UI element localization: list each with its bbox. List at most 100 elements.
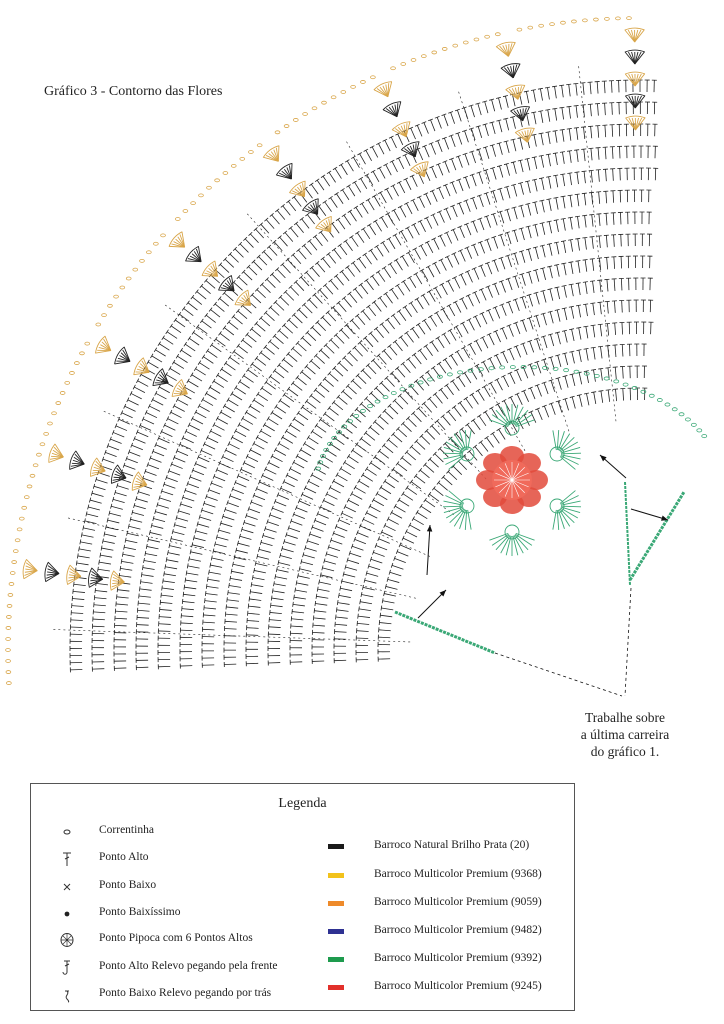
dc-top xyxy=(589,258,595,260)
dc-top xyxy=(171,359,176,365)
dc-top xyxy=(520,342,526,345)
dc-stitch xyxy=(117,589,130,592)
dc-top xyxy=(470,220,476,223)
dc-stitch xyxy=(488,334,495,346)
dc-top xyxy=(355,313,360,318)
dc-stitch xyxy=(180,629,193,632)
dc-stitch xyxy=(451,182,457,194)
dc-stitch xyxy=(149,532,162,536)
dc-stitch xyxy=(364,579,377,584)
dc-stitch xyxy=(191,374,203,382)
dc-stitch xyxy=(155,511,168,516)
dc-top xyxy=(365,570,368,576)
dc-top xyxy=(463,222,469,226)
dc-stitch xyxy=(309,240,318,251)
dc-top xyxy=(581,192,587,195)
dc-stitch xyxy=(343,297,352,308)
dc-stitch xyxy=(347,559,360,564)
dc-stitch xyxy=(181,349,192,358)
dc-stitch xyxy=(264,424,275,432)
dc-stitch xyxy=(429,398,438,409)
dc-top xyxy=(387,472,391,478)
dc-top xyxy=(411,411,416,416)
dc-stitch xyxy=(343,357,353,367)
dc-top xyxy=(151,448,155,454)
dc-top xyxy=(484,215,490,218)
dc-stitch xyxy=(499,188,504,201)
dc-stitch xyxy=(388,238,396,250)
dc-top xyxy=(519,273,525,276)
dc-stitch xyxy=(407,417,417,427)
dc-stitch xyxy=(427,371,435,382)
dc-stitch xyxy=(304,443,315,451)
dc-top xyxy=(215,415,219,421)
dc-stitch xyxy=(208,571,221,575)
dc-top xyxy=(411,516,415,522)
dc-stitch xyxy=(604,147,607,160)
dc-top xyxy=(388,135,394,139)
dc-stitch xyxy=(293,314,303,324)
dc-top xyxy=(348,550,351,556)
dc-top xyxy=(402,153,408,157)
dc-top xyxy=(468,104,474,107)
dc-stitch xyxy=(121,471,134,477)
dc-stitch xyxy=(305,487,317,494)
dc-stitch xyxy=(557,378,562,390)
dc-stitch xyxy=(317,513,329,519)
dc-stitch xyxy=(467,424,475,435)
dc-top xyxy=(546,198,552,201)
dc-stitch xyxy=(114,617,127,620)
dc-stitch xyxy=(503,376,510,388)
dc-stitch xyxy=(528,294,533,307)
dc-top xyxy=(266,519,269,525)
dc-stitch xyxy=(494,283,500,296)
dc-top xyxy=(504,185,510,188)
dc-stitch xyxy=(234,556,247,561)
dc-stitch xyxy=(394,505,406,513)
dc-stitch xyxy=(124,546,136,550)
dc-top xyxy=(250,361,254,367)
dc-top xyxy=(146,462,149,468)
dc-top xyxy=(332,365,337,371)
dc-top xyxy=(400,455,404,460)
dc-stitch xyxy=(356,444,367,452)
dc-top xyxy=(173,522,176,528)
dc-stitch xyxy=(293,418,305,426)
dc-top xyxy=(486,308,491,312)
dc-stitch xyxy=(334,631,347,633)
dc-top xyxy=(300,559,303,565)
dc-stitch xyxy=(134,386,146,393)
dc-top xyxy=(428,142,434,145)
dc-top xyxy=(345,418,350,423)
dc-top xyxy=(568,305,574,308)
dc-top xyxy=(319,504,322,510)
dc-top xyxy=(496,164,503,168)
arrow-head xyxy=(439,590,446,597)
legend-title: Legenda xyxy=(278,796,327,811)
dc-stitch xyxy=(275,301,285,311)
dc-stitch xyxy=(562,151,565,164)
dc-stitch xyxy=(383,350,392,361)
dc-stitch xyxy=(423,320,432,331)
dc-stitch xyxy=(328,172,336,183)
dc-top xyxy=(364,173,370,177)
dc-top xyxy=(294,587,296,593)
dc-stitch xyxy=(137,431,149,438)
dc-top xyxy=(94,476,98,482)
dc-stitch xyxy=(382,242,390,253)
dc-top xyxy=(533,269,539,272)
dc-stitch xyxy=(298,309,308,319)
dc-stitch xyxy=(74,576,87,580)
dc-top xyxy=(208,569,210,575)
dc-top xyxy=(241,373,246,378)
dc-top xyxy=(208,307,213,312)
dc-top xyxy=(401,279,406,284)
dc-top xyxy=(476,171,482,174)
dc-top xyxy=(371,497,375,503)
dc-stitch xyxy=(491,99,496,112)
dc-top xyxy=(227,355,232,360)
dc-stitch xyxy=(216,469,228,475)
dc-stitch xyxy=(162,580,175,584)
dc-top xyxy=(235,547,238,553)
dc-stitch xyxy=(181,608,194,611)
